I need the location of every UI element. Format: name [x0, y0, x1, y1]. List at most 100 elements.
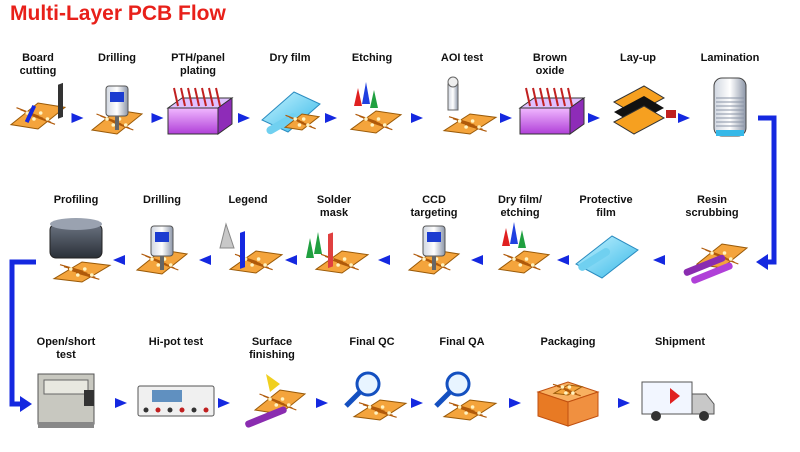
flow-arrow — [618, 398, 630, 408]
flow-arrow — [238, 113, 250, 123]
dry-film-icon — [261, 91, 321, 135]
page-title: Multi-Layer PCB Flow — [10, 2, 226, 25]
dry-film-etching-icon — [497, 222, 551, 274]
flow-arrow — [378, 255, 390, 265]
protective-film-icon — [575, 235, 639, 279]
step-label: Open/short — [37, 336, 96, 348]
flow-arrow — [71, 113, 84, 123]
solder-mask-icon — [306, 232, 370, 274]
step-label: Lamination — [701, 52, 760, 64]
process-step: Dry film/etching — [497, 194, 551, 274]
process-step: Lamination — [701, 52, 760, 137]
row-connector-arrowhead — [756, 254, 768, 270]
step-label: Solder — [317, 194, 352, 206]
flow-arrow — [557, 255, 569, 265]
flow-arrow — [151, 113, 164, 123]
lamination-press-icon — [713, 77, 747, 137]
step-label: Packaging — [540, 336, 595, 348]
step-label: Board — [22, 52, 54, 64]
step-label: Resin — [697, 194, 727, 206]
flow-arrow — [653, 255, 665, 265]
etching-icon — [349, 82, 403, 134]
step-label: AOI test — [441, 52, 484, 64]
packaging-box-icon — [536, 381, 600, 427]
hi-pot-tester-icon — [137, 385, 215, 417]
step-label: targeting — [410, 207, 457, 219]
step-label: Profiling — [54, 194, 99, 206]
step-label: CCD — [422, 194, 446, 206]
step-label: test — [56, 349, 76, 361]
step-label: Surface — [252, 336, 292, 348]
flow-arrow — [471, 255, 483, 265]
process-step: Lay-up — [612, 52, 676, 135]
process-step: Drilling — [135, 194, 189, 275]
flow-arrow — [500, 113, 512, 123]
process-step: Hi-pot test — [137, 336, 215, 417]
step-label: finishing — [249, 349, 295, 361]
drilling-icon — [90, 85, 144, 135]
drilling-icon — [135, 225, 189, 275]
step-label: Final QA — [439, 336, 484, 348]
step-label: film — [596, 207, 616, 219]
process-step: Final QC — [344, 336, 408, 421]
process-step: Shipment — [641, 336, 715, 421]
lay-up-icon — [612, 85, 676, 135]
magnifier-qa-icon — [434, 371, 498, 421]
process-step: Final QA — [434, 336, 498, 421]
board-cutting-icon — [9, 82, 67, 130]
step-label: Etching — [352, 52, 392, 64]
row-connector-arrow — [9, 259, 36, 407]
aoi-test-icon — [442, 76, 498, 135]
profiling-icon — [49, 218, 112, 283]
step-label: mask — [320, 207, 349, 219]
plating-tank-icon — [166, 87, 234, 135]
process-step: Legend — [219, 194, 284, 274]
step-label: Drilling — [98, 52, 136, 64]
step-label: oxide — [536, 65, 565, 77]
brown-oxide-tank-icon — [518, 87, 586, 135]
process-step: Etching — [349, 52, 403, 134]
step-label: Lay-up — [620, 52, 656, 64]
flow-arrow — [411, 398, 423, 408]
step-label: Dry film/ — [498, 194, 542, 206]
resin-scrubbing-icon — [683, 243, 749, 284]
step-label: Protective — [579, 194, 632, 206]
flow-arrow — [411, 113, 423, 123]
surface-finishing-icon — [245, 374, 307, 428]
ccd-targeting-icon — [407, 225, 461, 275]
process-step: Drilling — [90, 52, 144, 135]
step-label: Dry film — [270, 52, 311, 64]
flow-arrow — [316, 398, 328, 408]
legend-icon — [219, 222, 284, 274]
process-step: Packaging — [536, 336, 600, 427]
row-connector-arrow — [758, 115, 777, 265]
flow-arrow — [509, 398, 521, 408]
row-connector-arrowhead — [20, 396, 32, 412]
flow-arrow — [199, 255, 211, 265]
step-label: scrubbing — [685, 207, 738, 219]
flow-arrow — [285, 255, 297, 265]
step-label: Shipment — [655, 336, 705, 348]
process-step: Profiling — [49, 194, 112, 283]
step-label: plating — [180, 65, 216, 77]
step-label: PTH/panel — [171, 52, 225, 64]
process-step: AOI test — [441, 52, 498, 135]
step-label: Brown — [533, 52, 568, 64]
open-short-tester-icon — [37, 373, 95, 428]
step-label: Drilling — [143, 194, 181, 206]
process-step: Dry film — [261, 52, 321, 135]
step-label: Final QC — [349, 336, 394, 348]
flow-arrow — [115, 398, 127, 408]
flow-arrow — [325, 113, 337, 123]
step-label: Hi-pot test — [149, 336, 204, 348]
